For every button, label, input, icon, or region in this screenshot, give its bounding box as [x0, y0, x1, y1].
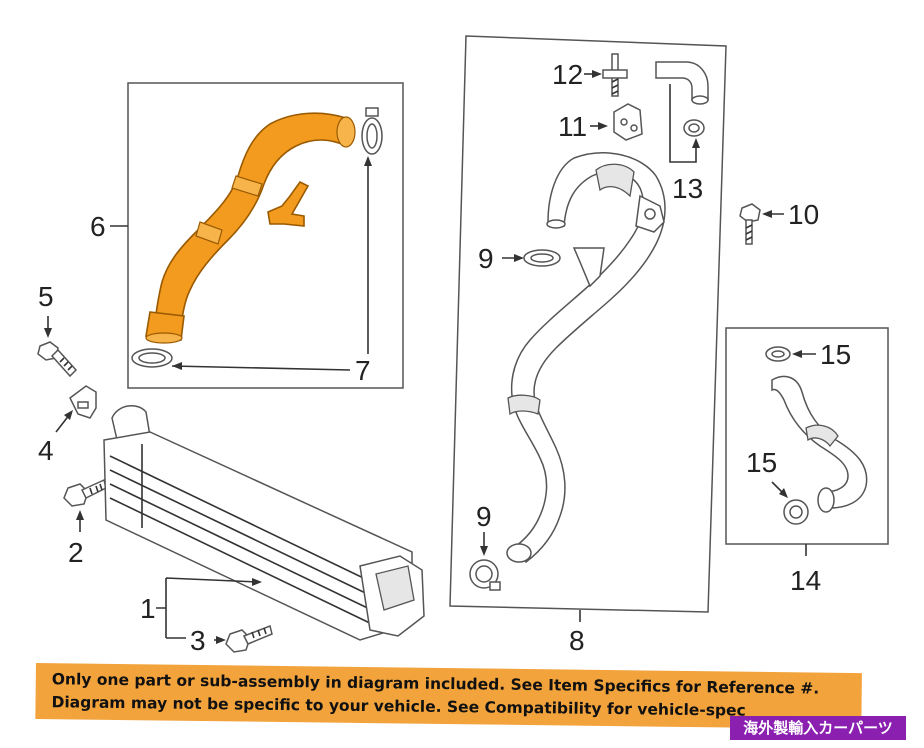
callout-5: 5 [38, 281, 54, 312]
callout-15-lower: 15 [746, 447, 777, 478]
bolt-5 [37, 341, 78, 378]
callout-4: 4 [38, 435, 54, 466]
callout-12: 12 [552, 59, 583, 90]
clamp-15-upper [765, 346, 791, 362]
callout-8: 8 [569, 625, 585, 656]
sensor-4 [69, 385, 97, 419]
disclaimer-line-2: Diagram may not be specific to your vehi… [51, 693, 746, 720]
store-tag: 海外製輸入カーパーツ [730, 716, 906, 740]
hose-clamp-9-lower [469, 559, 501, 591]
callout-11: 11 [558, 111, 587, 142]
callout-3: 3 [190, 625, 206, 656]
hose-13 [655, 61, 709, 105]
callout-14: 14 [790, 565, 821, 596]
hose-clamp-7-upper [361, 107, 383, 155]
callout-1: 1 [140, 593, 156, 624]
bracket-11 [613, 103, 643, 141]
assembly-box-6 [127, 82, 404, 389]
leader-7 [171, 158, 369, 371]
stud-12 [602, 53, 628, 97]
callout-9-upper: 9 [478, 243, 494, 274]
callout-9-lower: 9 [476, 501, 492, 532]
clamp-15-lower [783, 499, 809, 525]
intercooler-outlet-tube [145, 112, 356, 344]
bolt-2 [63, 478, 107, 507]
callout-7: 7 [355, 355, 371, 386]
callout-10: 10 [788, 199, 819, 230]
hose-14 [771, 375, 868, 513]
callout-6: 6 [90, 211, 106, 242]
clamp-13 [683, 119, 705, 137]
assembly-box-8 [449, 35, 727, 613]
disclaimer-line-1: Only one part or sub-assembly in diagram… [51, 670, 820, 698]
turbo-inlet-hose [506, 152, 666, 564]
hose-clamp-7-lower [131, 348, 173, 368]
intercooler-1 [103, 405, 425, 641]
callout-15-upper: 15 [820, 339, 851, 370]
bolt-3 [225, 624, 273, 653]
assembly-box-14 [725, 327, 889, 545]
callout-13: 13 [672, 173, 703, 204]
callout-2: 2 [68, 537, 84, 568]
bolt-10 [739, 203, 761, 245]
hose-clamp-9-upper [523, 249, 561, 267]
